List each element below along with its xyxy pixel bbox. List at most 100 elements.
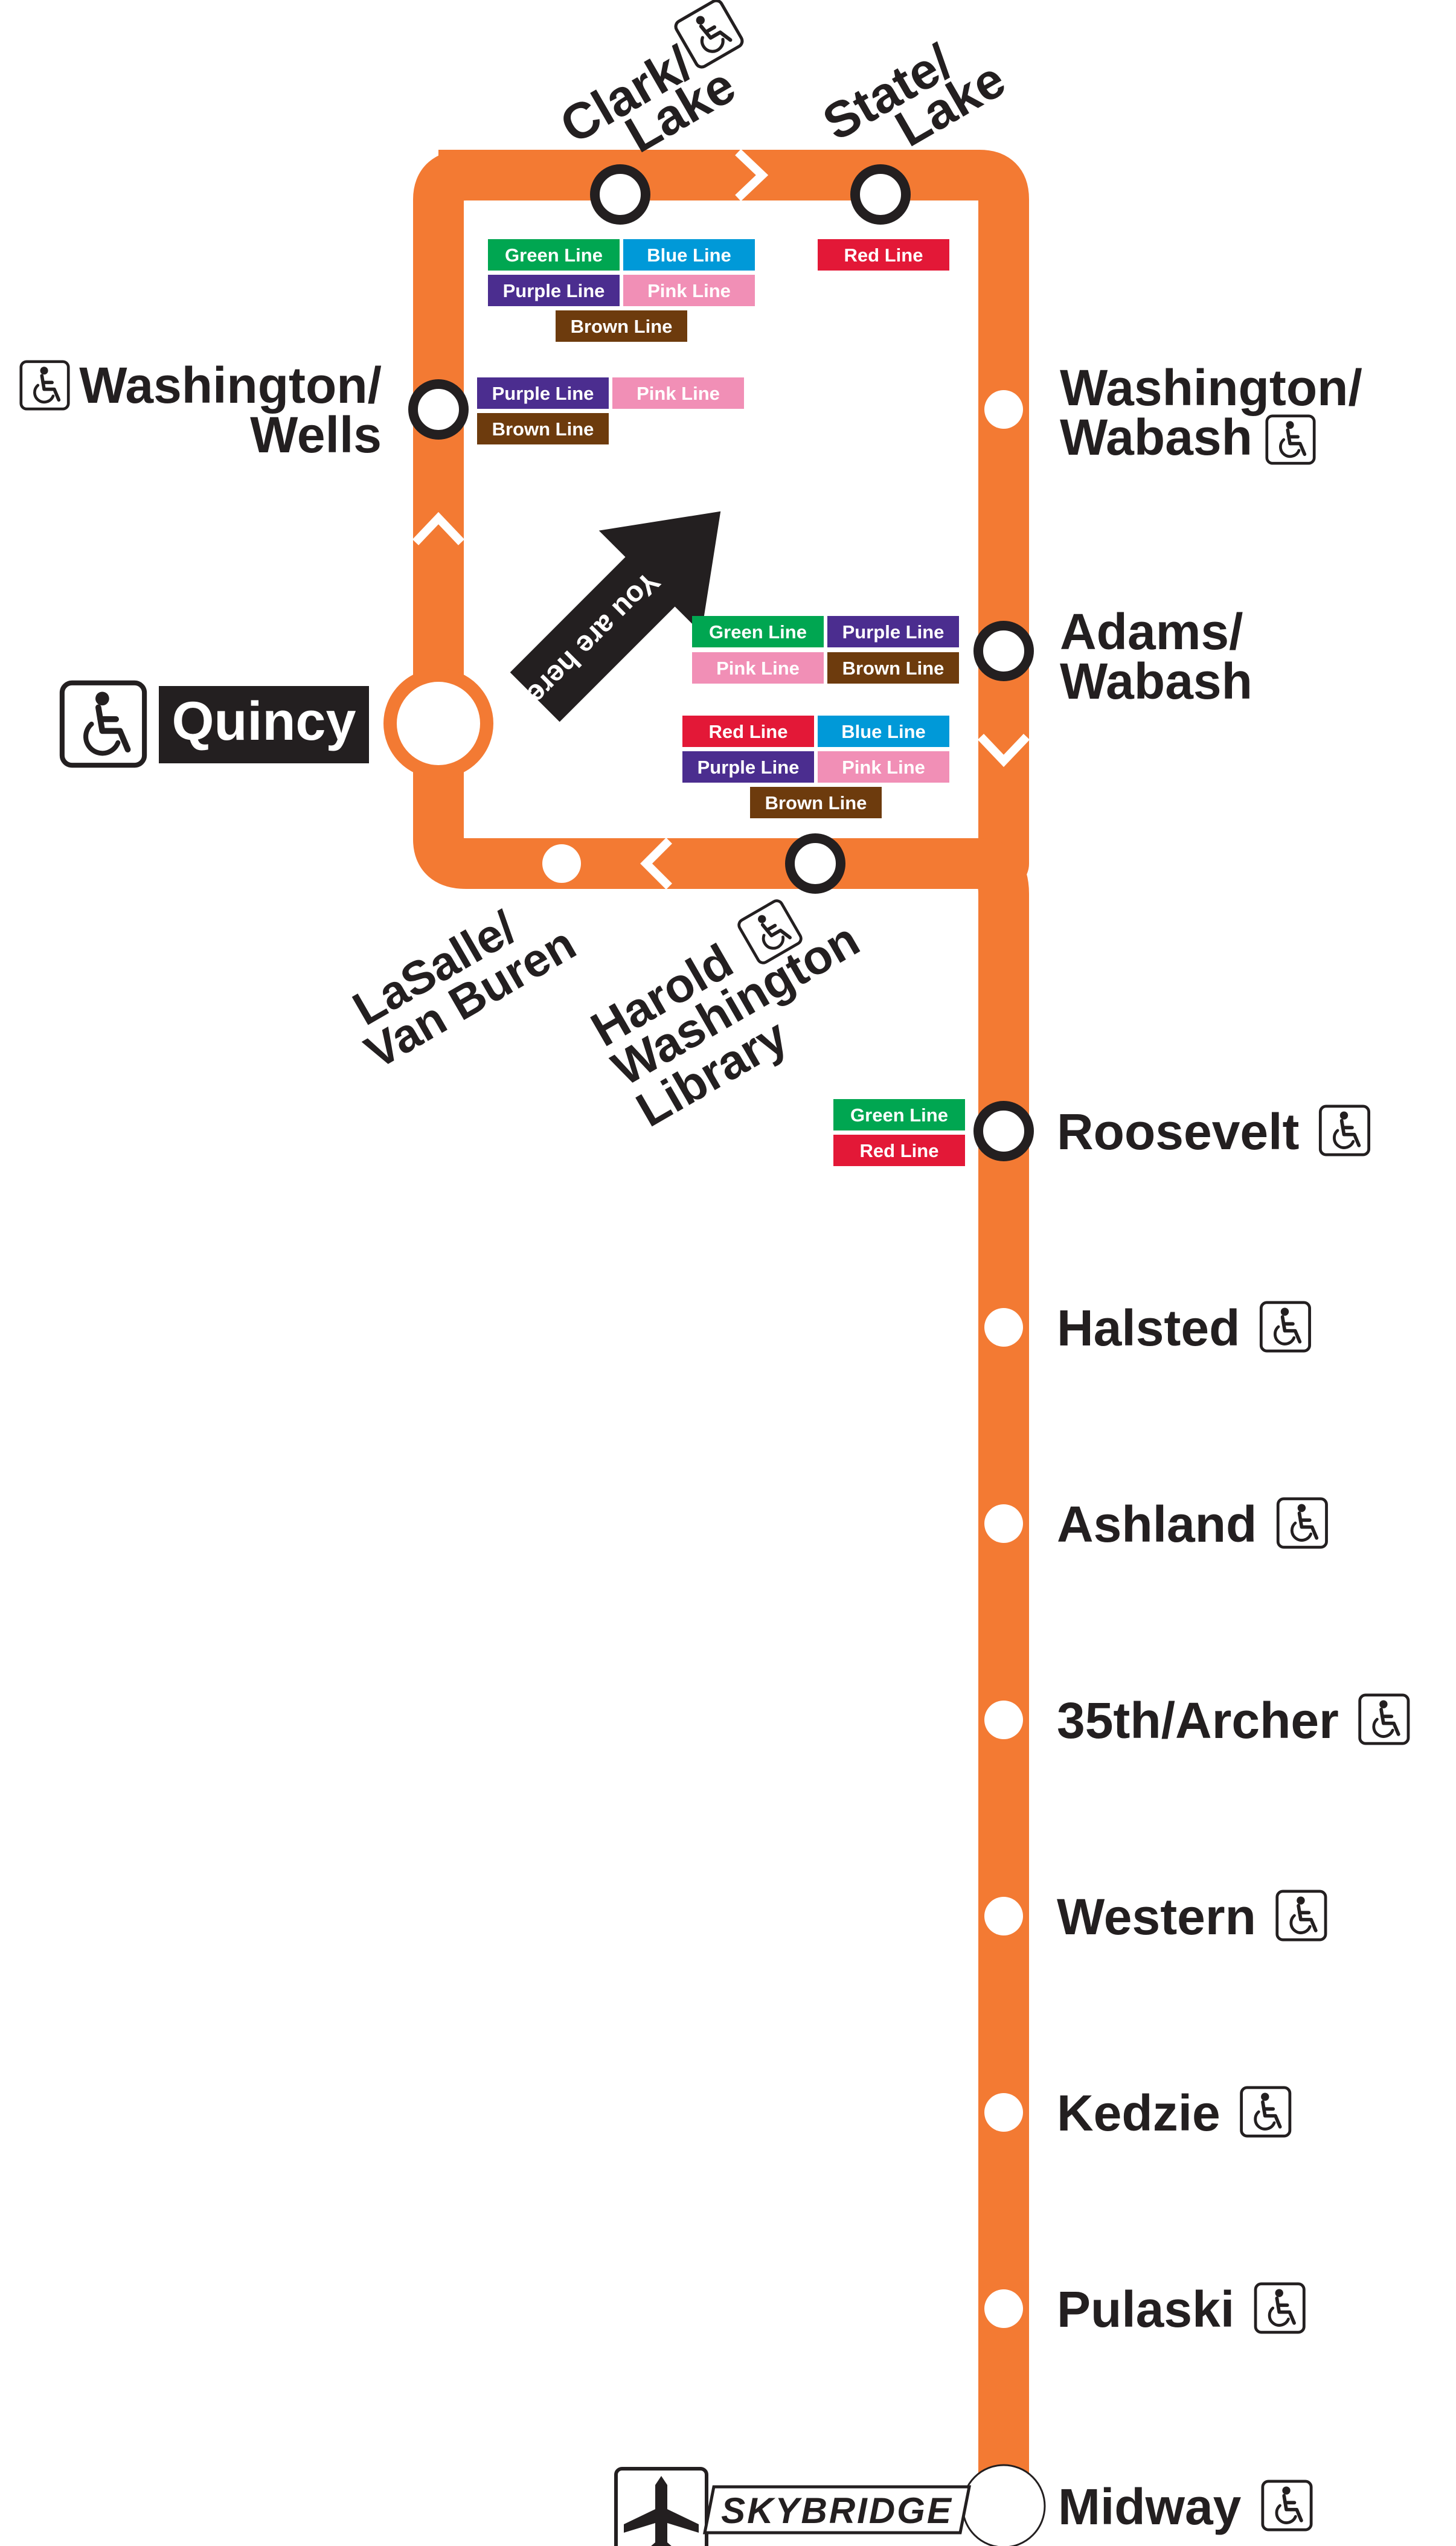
transfer-station-marker xyxy=(973,1101,1034,1161)
line-badge-label: Blue Line xyxy=(647,245,731,266)
station-name: Wabash xyxy=(1060,409,1252,466)
line-badge-blue: Blue Line xyxy=(818,716,949,747)
wheelchair-icon xyxy=(1263,2481,1311,2530)
line-badge-label: Brown Line xyxy=(571,316,673,337)
line-badge-background xyxy=(818,239,949,271)
route-line xyxy=(412,149,1030,2482)
line-badge-red: Red Line xyxy=(682,716,814,747)
station-35th-archer[interactable]: 35th/Archer xyxy=(984,1692,1408,1749)
line-badge-background xyxy=(827,616,959,647)
station-marker xyxy=(984,1308,1023,1347)
station-name: Washington/ xyxy=(79,357,382,414)
transfer-station-marker xyxy=(850,164,911,225)
station-marker xyxy=(984,2093,1023,2132)
line-badge-background xyxy=(682,751,814,783)
station-marker xyxy=(542,844,581,883)
wheelchair-icon xyxy=(1277,1891,1326,1940)
line-badge-label: Pink Line xyxy=(716,658,800,679)
station-halsted[interactable]: Halsted xyxy=(984,1300,1310,1356)
line-badge-pink: Pink Line xyxy=(692,652,824,684)
line-badge-pink: Pink Line xyxy=(818,751,949,783)
branch-track xyxy=(976,838,1029,2482)
line-badge-background xyxy=(833,1099,965,1130)
station-name: Roosevelt xyxy=(1057,1103,1299,1160)
station-washington-wabash[interactable]: Washington/ Wabash xyxy=(984,359,1362,466)
line-badge-label: Red Line xyxy=(709,721,788,742)
station-ashland[interactable]: Ashland xyxy=(984,1496,1327,1553)
line-badge-label: Green Line xyxy=(850,1105,948,1126)
wheelchair-icon xyxy=(62,683,144,765)
line-badge-background xyxy=(623,275,755,306)
line-badge-background xyxy=(750,787,882,818)
line-badge-background xyxy=(477,413,609,444)
line-badge-green: Green Line xyxy=(692,616,824,647)
transfer-station-marker xyxy=(973,621,1034,681)
skybridge-sign: SKYBRIDGE xyxy=(702,2485,972,2535)
wheelchair-icon xyxy=(1360,1695,1408,1743)
wheelchair-icon xyxy=(1261,1303,1309,1351)
line-badge-label: Brown Line xyxy=(492,418,594,440)
line-badge-label: Purple Line xyxy=(842,621,944,643)
line-badge-brown: Brown Line xyxy=(827,652,959,684)
station-name: Midway xyxy=(1058,2478,1242,2535)
station-marker xyxy=(984,1701,1023,1739)
line-badge-background xyxy=(827,652,959,684)
line-badge-purple: Purple Line xyxy=(682,751,814,783)
current-station-marker xyxy=(383,669,493,778)
line-badge-purple: Purple Line xyxy=(477,377,609,409)
station-name: Pulaski xyxy=(1057,2281,1234,2338)
line-badge-label: Pink Line xyxy=(842,757,925,778)
line-badge-label: Purple Line xyxy=(698,757,800,778)
station-midway[interactable]: Midway SKYBRIDGE xyxy=(614,2464,1311,2546)
station-pulaski[interactable]: Pulaski xyxy=(984,2281,1304,2338)
direction-chevron xyxy=(735,149,769,202)
line-badge-green: Green Line xyxy=(833,1099,965,1130)
line-badge-label: Pink Line xyxy=(637,383,720,404)
line-badge-background xyxy=(833,1135,965,1166)
station-roosevelt[interactable]: Roosevelt xyxy=(973,1101,1369,1161)
station-marker xyxy=(984,1504,1023,1543)
line-badge-brown: Brown Line xyxy=(750,787,882,818)
line-badge-background xyxy=(488,239,620,271)
line-badge-label: Red Line xyxy=(860,1140,939,1161)
station-name: Washington/ xyxy=(1060,359,1362,416)
line-badge-label: Pink Line xyxy=(647,280,731,301)
station-quincy[interactable]: Quincy xyxy=(62,669,493,778)
skybridge-label: SKYBRIDGE xyxy=(721,2490,953,2531)
transfer-station-marker xyxy=(785,833,845,894)
wheelchair-icon xyxy=(1320,1106,1368,1155)
station-name: Western xyxy=(1057,1888,1256,1945)
station-washington-wells[interactable]: Washington/ Wells xyxy=(21,357,469,463)
transfer-station-marker xyxy=(408,379,469,440)
station-adams-wabash[interactable]: Adams/ Wabash xyxy=(973,603,1252,710)
line-badge-label: Red Line xyxy=(844,245,923,266)
line-badge-pink: Pink Line xyxy=(612,377,744,409)
station-marker xyxy=(984,1897,1023,1935)
line-badge-label: Blue Line xyxy=(841,721,926,742)
station-name: Adams/ xyxy=(1060,603,1243,660)
line-badge-label: Purple Line xyxy=(503,280,605,301)
you-are-here-arrow-icon: You are here xyxy=(510,511,721,722)
line-badge-background xyxy=(818,751,949,783)
station-name: 35th/Archer xyxy=(1057,1692,1339,1749)
station-kedzie[interactable]: Kedzie xyxy=(984,2085,1290,2141)
station-name: Ashland xyxy=(1057,1496,1257,1553)
line-badge-label: Green Line xyxy=(709,621,807,643)
station-western[interactable]: Western xyxy=(984,1888,1326,1945)
line-badge-label: Purple Line xyxy=(492,383,594,404)
station-name: Wabash xyxy=(1060,653,1252,710)
station-marker xyxy=(984,390,1023,429)
line-badge-background xyxy=(682,716,814,747)
wheelchair-icon xyxy=(21,362,68,409)
line-badge-label: Brown Line xyxy=(765,792,867,813)
wheelchair-icon xyxy=(1267,416,1314,463)
line-badge-label: Green Line xyxy=(505,245,603,266)
line-badge-green: Green Line xyxy=(488,239,620,271)
line-badge-brown: Brown Line xyxy=(556,310,687,342)
line-badge-pink: Pink Line xyxy=(623,275,755,306)
direction-chevron xyxy=(640,838,672,890)
airplane-icon xyxy=(624,2476,699,2546)
